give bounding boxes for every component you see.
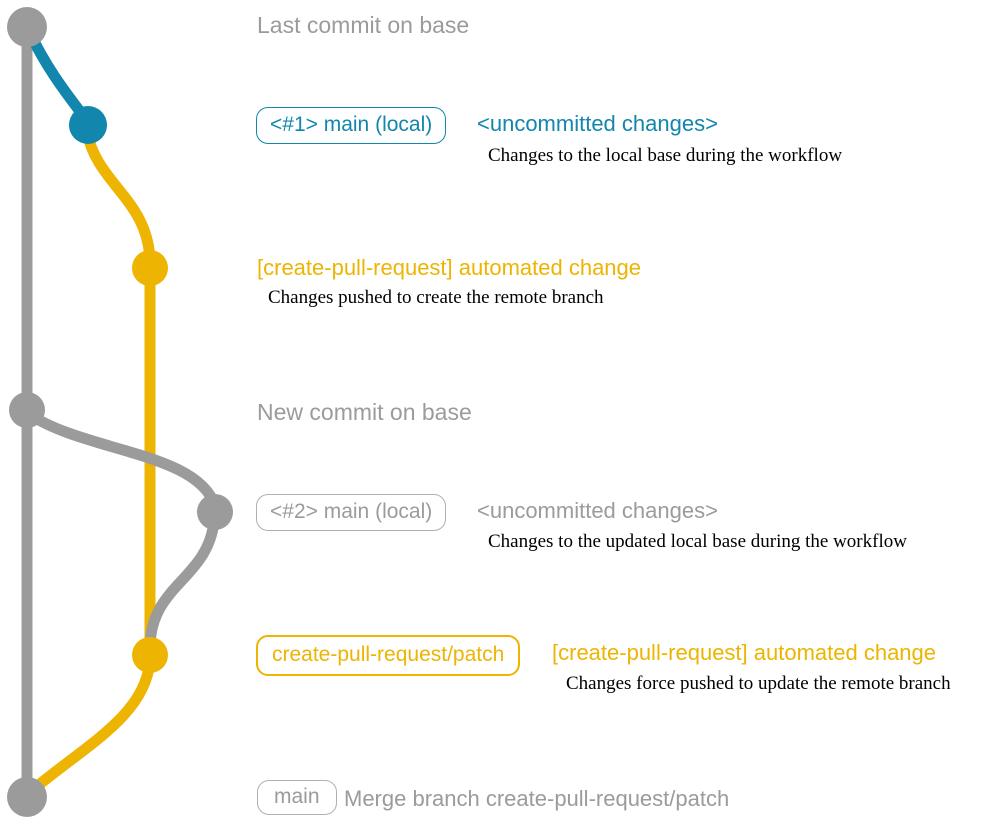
- label-automated-change-2: [create-pull-request] automated change: [552, 640, 937, 665]
- commit-node-remote-2: [132, 637, 168, 673]
- base-update-curve: [25, 409, 221, 509]
- commit-node-remote-1: [132, 250, 168, 286]
- commit-node-local-1: [69, 106, 107, 144]
- label-new-commit-on-base: New commit on base: [257, 399, 472, 425]
- note-force-push-remote-branch: Changes force pushed to update the remot…: [566, 673, 951, 694]
- branch-badge-main: main: [257, 780, 337, 815]
- commit-node-base-new: [9, 392, 45, 428]
- label-merge-branch: Merge branch create-pull-request/patch: [344, 786, 730, 811]
- remote-branch-curve-top: [81, 130, 156, 265]
- commit-node-local-2: [197, 494, 233, 530]
- rebase-curve: [144, 521, 220, 649]
- label-last-commit-on-base: Last commit on base: [257, 12, 470, 38]
- commit-node-merge: [7, 777, 47, 817]
- label-automated-change-1: [create-pull-request] automated change: [257, 255, 642, 280]
- remote-branch-merge-curve: [25, 659, 156, 798]
- status-uncommitted-changes-2: <uncommitted changes>: [477, 498, 718, 523]
- note-push-create-remote-branch: Changes pushed to create the remote bran…: [268, 287, 604, 308]
- branch-badge-create-pull-request-patch: create-pull-request/patch: [256, 635, 521, 676]
- note-local-base-changes-2: Changes to the updated local base during…: [488, 531, 907, 552]
- status-uncommitted-changes-1: <uncommitted changes>: [477, 111, 718, 136]
- commit-node-base-top: [7, 7, 47, 47]
- branch-badge-main-local-2: <#2> main (local): [256, 494, 447, 531]
- note-local-base-changes-1: Changes to the local base during the wor…: [488, 145, 843, 166]
- branch-badge-main-local-1: <#1> main (local): [256, 107, 447, 144]
